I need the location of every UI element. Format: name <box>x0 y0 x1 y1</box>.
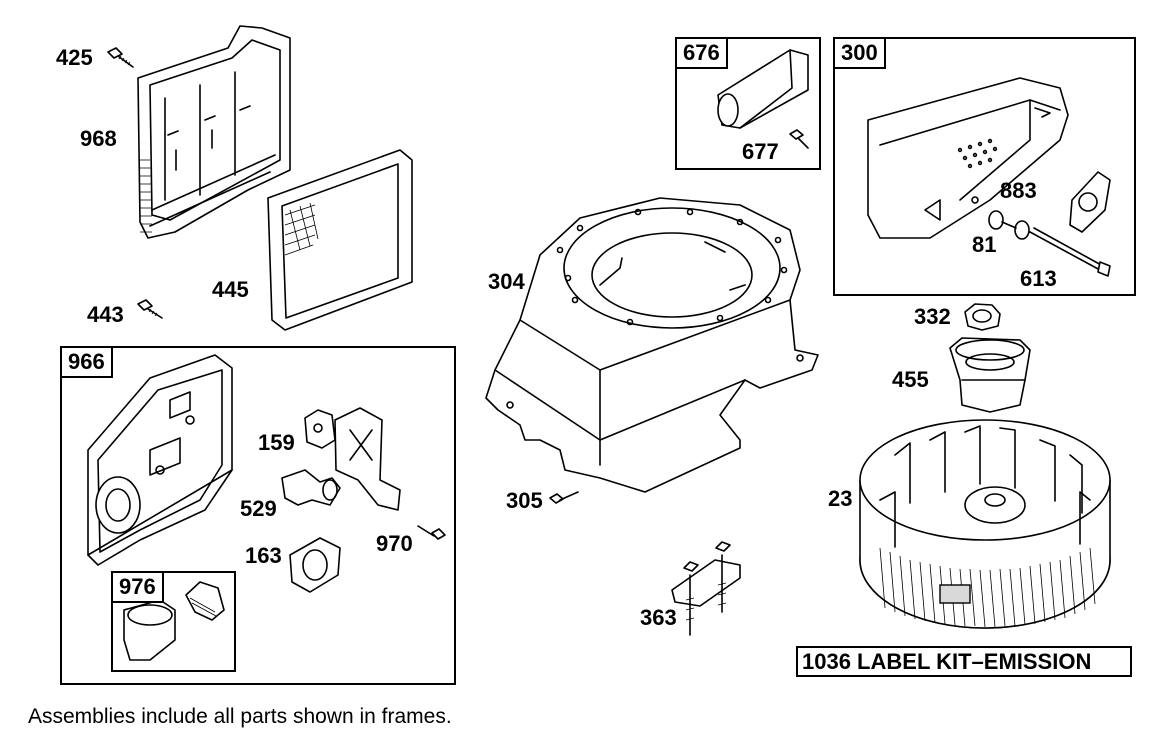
screw-305-icon <box>549 491 579 504</box>
bracket-363-icon <box>671 541 741 636</box>
flywheel-23-icon <box>859 419 1111 629</box>
label-883: 883 <box>1000 178 1037 203</box>
emission-label-kit-banner: 1036 LABEL KIT–EMISSION <box>796 646 1132 677</box>
label-304: 304 <box>488 269 525 294</box>
blower-housing-304-icon <box>485 197 819 493</box>
nut-332-icon <box>964 303 1001 331</box>
screw-677-icon <box>789 129 809 149</box>
frame-300: 300 <box>833 37 1136 296</box>
screw-443-icon <box>137 299 163 319</box>
label-163: 163 <box>245 543 282 568</box>
gasket-883-icon <box>1069 171 1111 233</box>
label-968: 968 <box>80 126 117 151</box>
label-159: 159 <box>258 430 295 455</box>
label-445: 445 <box>212 277 249 302</box>
frame-966-tag: 966 <box>60 346 113 378</box>
label-677: 677 <box>742 139 779 164</box>
cover-676-icon <box>717 49 809 129</box>
bracket-159-icon <box>304 407 401 511</box>
label-425: 425 <box>56 45 93 70</box>
label-305: 305 <box>506 488 543 513</box>
label-443: 443 <box>87 302 124 327</box>
carburetor-966-icon <box>87 354 233 566</box>
label-613: 613 <box>1020 266 1057 291</box>
bolt-613-icon <box>1029 227 1111 277</box>
label-332: 332 <box>914 304 951 329</box>
frame-300-tag: 300 <box>833 37 886 69</box>
muffler-300-icon <box>867 77 1069 239</box>
label-363: 363 <box>640 605 677 630</box>
frame-976: 976 <box>111 571 236 672</box>
frame-676: 676 <box>675 37 821 170</box>
gasket-163-icon <box>289 537 341 593</box>
elbow-529-icon <box>281 469 341 506</box>
label-529: 529 <box>240 496 277 521</box>
air-filter-445-icon <box>267 149 413 331</box>
label-455: 455 <box>892 367 929 392</box>
label-970: 970 <box>376 531 413 556</box>
footnote: Assemblies include all parts shown in fr… <box>28 705 452 728</box>
frame-966: 966 <box>60 346 456 685</box>
screw-970-icon <box>417 525 446 540</box>
screw-425-icon <box>107 47 134 68</box>
starter-cup-455-icon <box>949 337 1031 413</box>
filter-976-icon <box>123 581 225 661</box>
washer-81-icon <box>988 210 1030 240</box>
label-81: 81 <box>972 232 997 257</box>
label-23: 23 <box>828 486 853 511</box>
frame-976-tag: 976 <box>111 571 164 603</box>
air-cleaner-base-968-icon <box>137 25 291 239</box>
frame-676-tag: 676 <box>675 37 728 69</box>
